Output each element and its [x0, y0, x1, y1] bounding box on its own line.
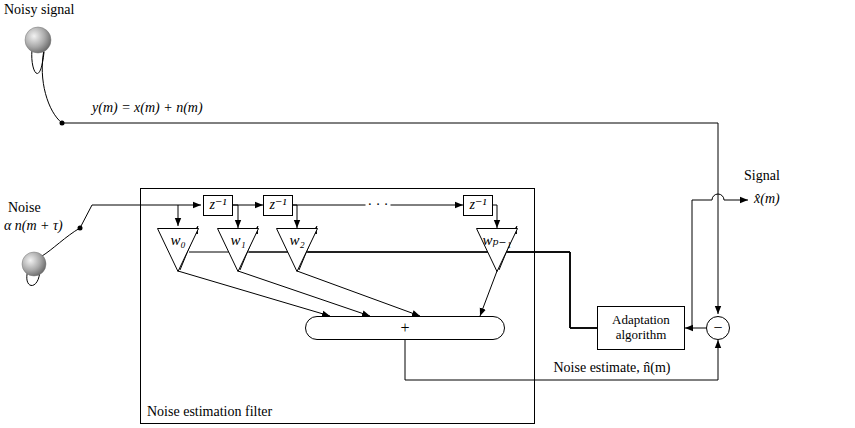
signal-output-wire	[692, 194, 748, 328]
microphone-icon	[22, 228, 80, 286]
signal-connector	[233, 205, 238, 228]
signal-connector	[238, 271, 370, 316]
signal-connector	[685, 328, 706, 329]
node-text: w₁	[230, 232, 245, 249]
signal-equation: y(m) = x(m) + n(m)	[92, 100, 203, 116]
weight-amplifier: w₂	[276, 228, 318, 272]
subtractor-circle: −	[706, 316, 730, 340]
node-text: z⁻¹	[469, 197, 486, 213]
delay-box: z⁻¹	[463, 195, 493, 216]
node-text: +	[400, 319, 409, 337]
weight-amplifier: w₁	[217, 228, 259, 272]
adaptation-box: Adaptation algorithm	[597, 306, 685, 350]
signal-connector	[493, 205, 497, 228]
microphone-icon	[25, 27, 62, 123]
input-label: Noise	[8, 200, 41, 216]
node-text: w₂	[289, 232, 304, 249]
node-text: z⁻¹	[209, 197, 226, 213]
node-text: wₚ₋₁	[482, 232, 511, 249]
delay-box: z⁻¹	[203, 195, 233, 216]
node-text: −	[713, 319, 722, 337]
summer-box: +	[305, 316, 505, 340]
weight-amplifier: wₚ₋₁	[476, 228, 518, 272]
signal-name: x̂(m)	[754, 191, 780, 207]
adaptive-weight-arrows	[180, 226, 517, 270]
signal-connector	[480, 271, 497, 316]
weight-amplifier: w₀	[157, 228, 199, 272]
filter-frame: Noise estimation filter z⁻¹ z⁻¹ z⁻¹ w₀ w₁ w₂ wₚ…	[140, 188, 535, 424]
signal-name: α n(m + τ)	[4, 218, 63, 234]
continuation-dots: · · ·	[366, 197, 391, 213]
delay-box: z⁻¹	[263, 195, 293, 216]
signal-name: Noise estimate, n̂(m)	[551, 360, 672, 376]
group-heading: Noise estimation filter	[147, 404, 272, 420]
tap-wire	[178, 205, 179, 226]
output-label: Signal	[744, 168, 780, 184]
signal-connector	[178, 271, 330, 316]
noisy-signal-wire	[62, 123, 718, 314]
signal-connector	[297, 271, 420, 316]
node-text: w₀	[170, 232, 185, 249]
input-label: Noisy signal	[4, 2, 74, 18]
signal-connector	[508, 252, 597, 328]
node-text: Adaptation algorithm	[598, 313, 684, 343]
signal-connector	[293, 205, 297, 228]
node-text: z⁻¹	[269, 197, 286, 213]
